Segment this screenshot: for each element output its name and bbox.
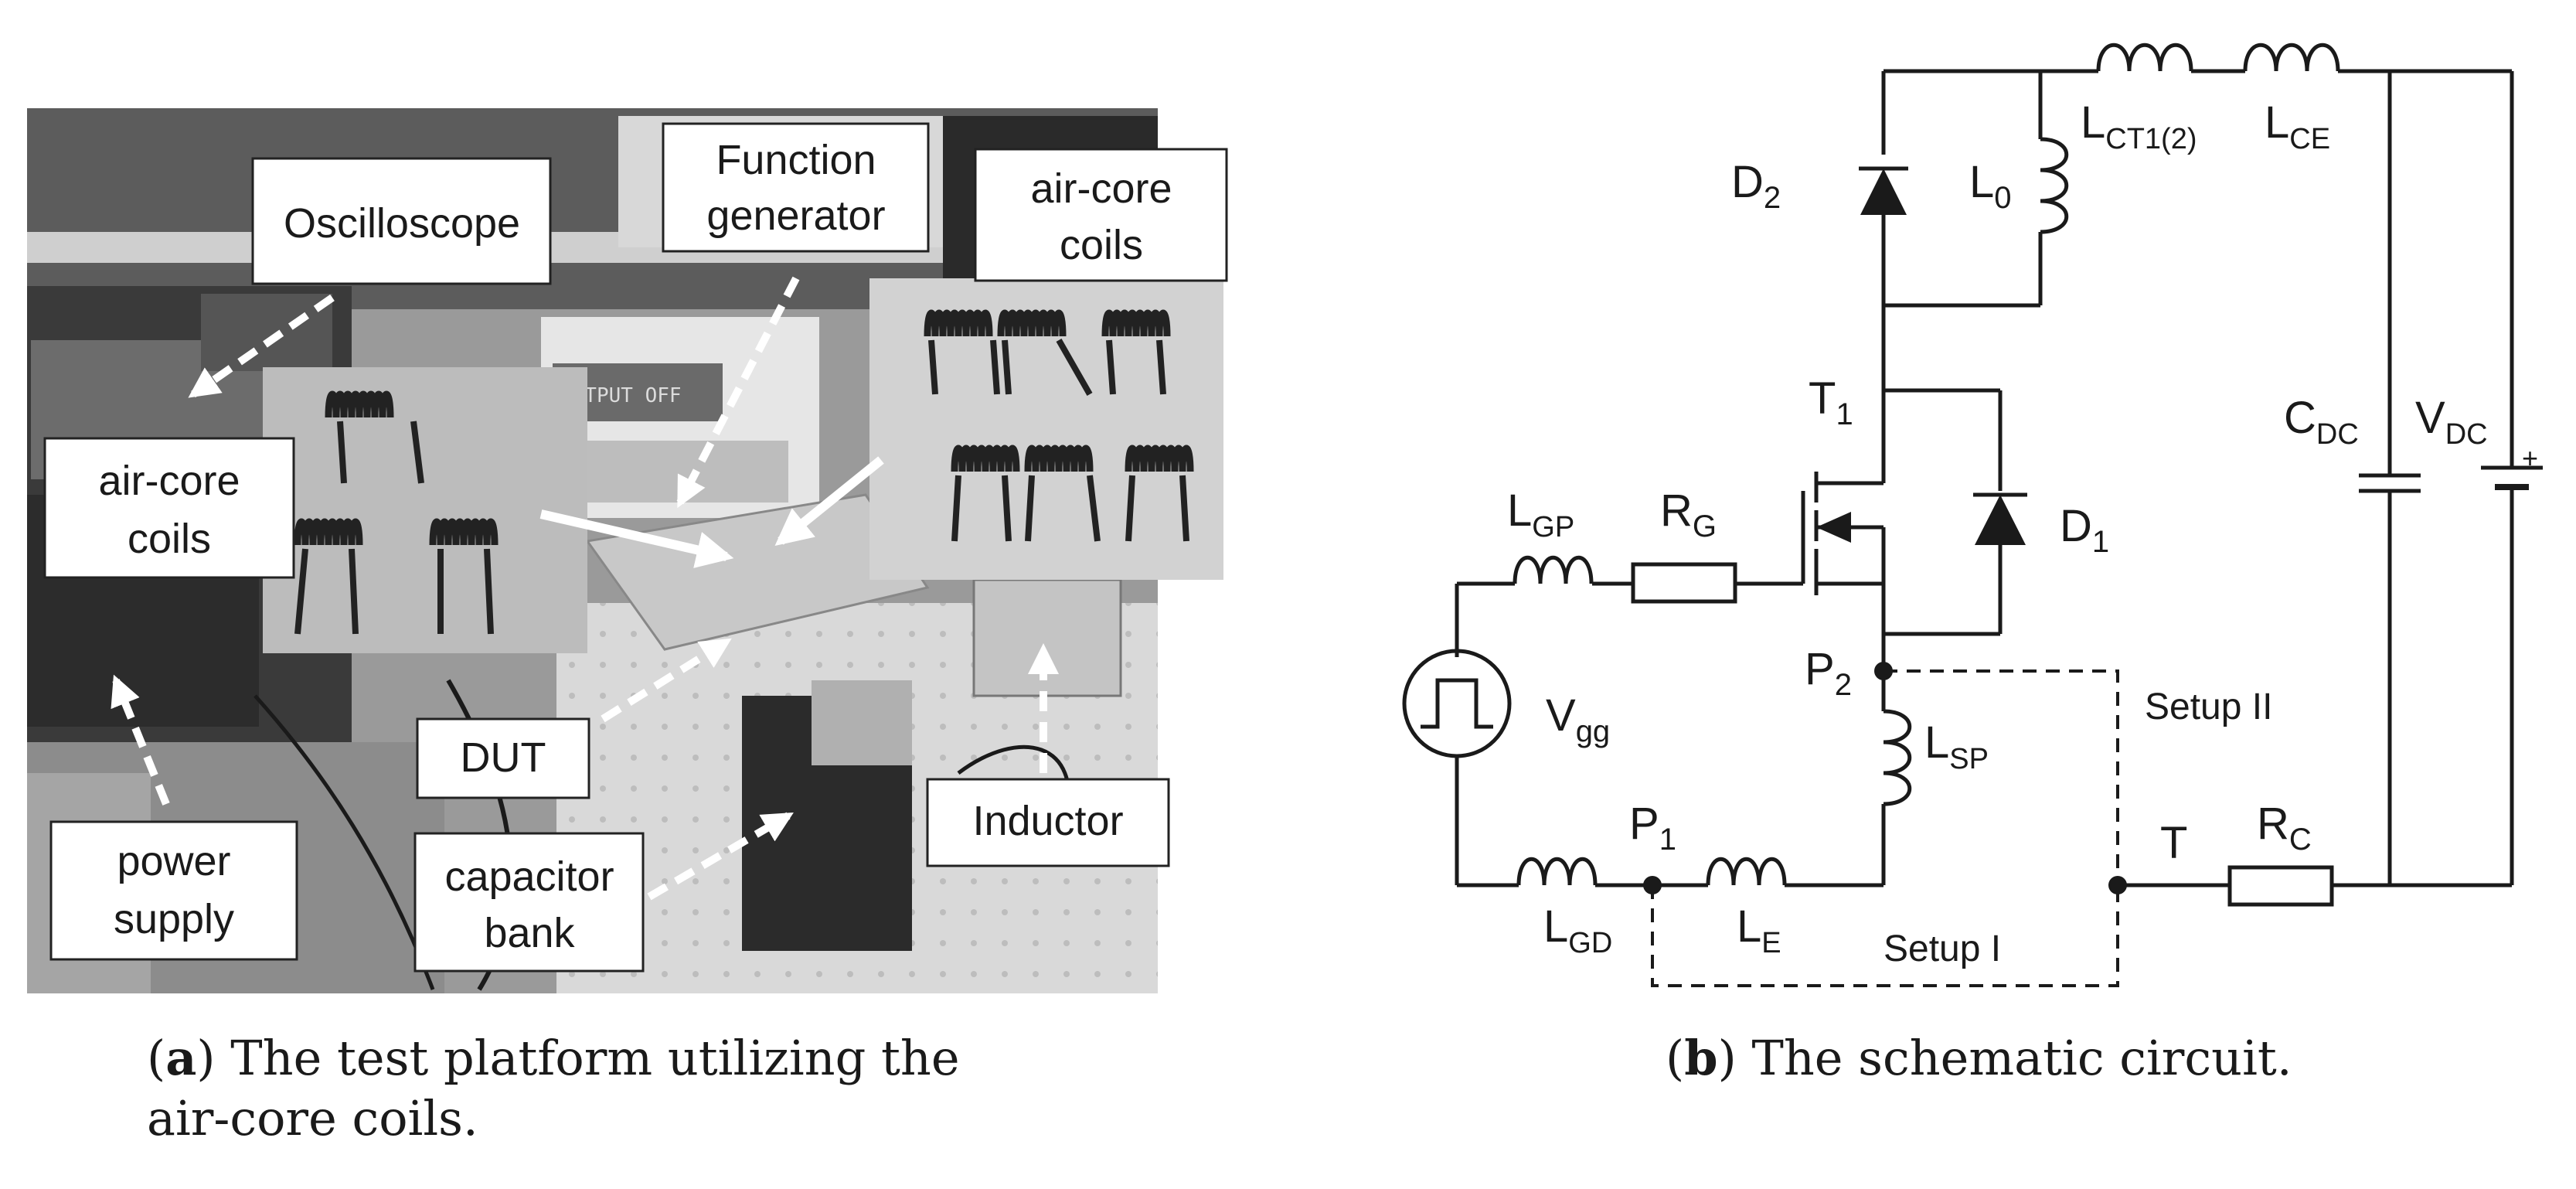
caption-a-line2: air-core coils. (147, 1090, 478, 1146)
label-function-generator: Function generator (662, 122, 930, 253)
label-lct: LCT1(2) (2081, 97, 2197, 155)
label-d2: D2 (1731, 157, 1781, 215)
label-l0: L0 (1969, 157, 2012, 215)
diode-d1 (1975, 495, 2026, 545)
caption-b-letter: b (1684, 1030, 1718, 1086)
inductor-le (1706, 857, 1787, 886)
caption-a: (a) The test platform utilizing the air-… (147, 1030, 960, 1146)
label-dut-text: DUT (461, 734, 546, 781)
label-rc: RC (2257, 799, 2312, 857)
source-vgg (1402, 649, 1512, 758)
label-air-core-coils-right: air-core coils (974, 148, 1228, 282)
caption-a-letter: a (165, 1030, 197, 1086)
label-oscilloscope: Oscilloscope (251, 157, 552, 285)
label-oscilloscope-text: Oscilloscope (284, 200, 520, 247)
label-air-core-right-line2: coils (1060, 222, 1143, 268)
inductor-lgp (1513, 555, 1594, 584)
label-air-core-left-line1: air-core (98, 458, 240, 504)
label-power-line2: supply (114, 896, 234, 942)
label-function-generator-line2: generator (706, 192, 885, 239)
label-setup-i: Setup I (1884, 928, 2001, 969)
label-le: LE (1737, 901, 1781, 959)
battery-plus-sign: + (2522, 442, 2538, 474)
inductor-lce (2243, 43, 2340, 72)
label-vgg: Vgg (1546, 690, 1610, 748)
label-p2: P2 (1805, 644, 1852, 702)
label-capacitor-line1: capacitor (444, 853, 614, 900)
schematic-labels: D2 L0 LCT1(2) LCE T1 CDC VDC + LGP RG D1… (1507, 97, 2538, 969)
label-function-generator-line1: Function (716, 137, 876, 183)
label-vdc: VDC (2415, 393, 2488, 451)
air-core-coils-inset-right (869, 278, 1223, 580)
label-power-supply: power supply (49, 820, 298, 961)
annotation-arrows (111, 276, 1059, 901)
resistor-rg (1631, 562, 1737, 604)
setup-ii-path (1884, 669, 2119, 885)
inductor-lsp (1883, 709, 1912, 806)
label-p1: P1 (1629, 799, 1676, 857)
label-t1: T1 (1809, 373, 1853, 431)
label-setup-ii: Setup II (2145, 686, 2272, 727)
label-cdc: CDC (2284, 393, 2359, 451)
label-lgp: LGP (1507, 485, 1574, 543)
label-air-core-left-line2: coils (128, 516, 211, 562)
inductor-l0 (2040, 137, 2069, 234)
label-lgd: LGD (1543, 901, 1612, 959)
caption-b-text: The schematic circuit. (1751, 1030, 2292, 1086)
label-lce: LCE (2265, 97, 2330, 155)
caption-b: (b) The schematic circuit. (1666, 1030, 2292, 1086)
label-d1: D1 (2060, 501, 2109, 559)
label-air-core-right-line1: air-core (1030, 165, 1172, 212)
air-core-coils-inset-left (263, 367, 587, 653)
label-dut: DUT (416, 717, 590, 799)
label-inductor: Inductor (926, 778, 1170, 867)
label-capacitor-bank: capacitor bank (413, 832, 645, 973)
test-platform-photo: OUTPUT OFF (27, 108, 1228, 993)
label-capacitor-line2: bank (484, 910, 575, 956)
label-inductor-text: Inductor (972, 798, 1123, 844)
label-lsp: LSP (1924, 717, 1989, 775)
label-t: T (2160, 818, 2187, 868)
diode-d2 (1860, 169, 1907, 215)
caption-a-line1: The test platform utilizing the (230, 1030, 960, 1086)
mosfet-t1 (1801, 402, 1886, 661)
label-rg: RG (1660, 485, 1717, 543)
setup-i-path (1651, 885, 2119, 987)
inductor-lct (2096, 43, 2193, 72)
inductor-lgd (1516, 857, 1598, 886)
resistor-rc (2227, 865, 2334, 907)
label-power-line1: power (117, 838, 230, 884)
label-air-core-coils-left: air-core coils (43, 437, 295, 579)
schematic-circuit (1402, 43, 2543, 987)
